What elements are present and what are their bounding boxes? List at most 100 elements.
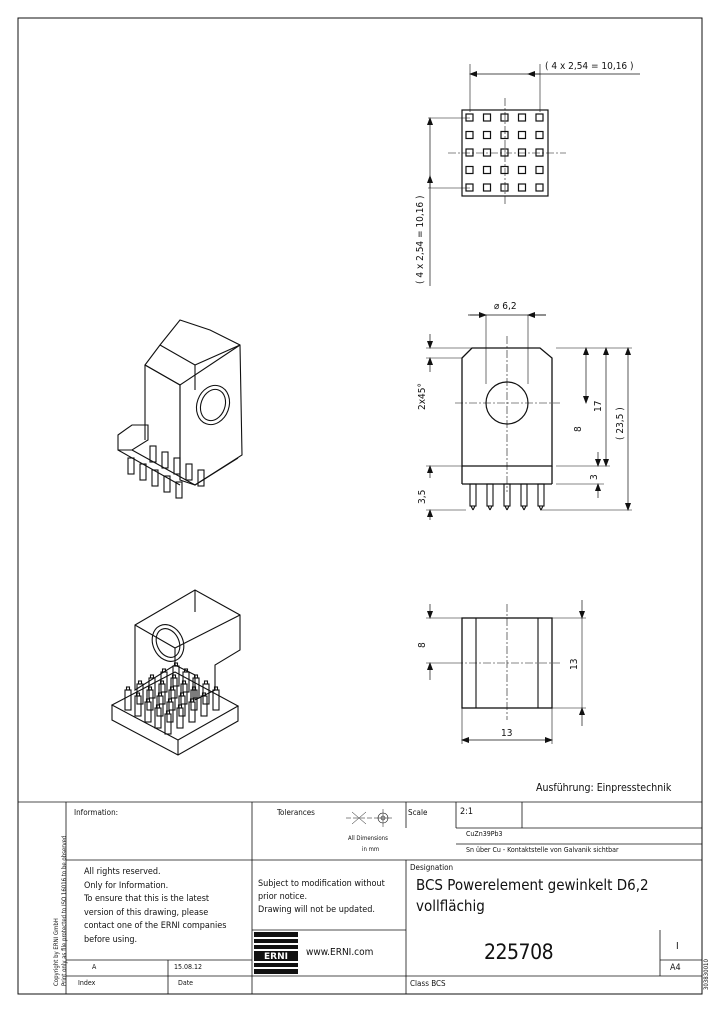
iso-pin-tip: [179, 692, 185, 697]
part-number: 225708: [484, 940, 554, 964]
pin-tip: [504, 505, 508, 511]
designation-line-2: vollflächig: [416, 897, 485, 915]
pin-tip: [472, 505, 476, 511]
pin-square: [482, 183, 492, 192]
pin: [520, 483, 528, 507]
iso-pin-tip: [125, 686, 131, 691]
dim-17-label: 17: [593, 400, 604, 412]
index-label: Index: [78, 979, 96, 987]
rights-notice: All rights reserved. Only for Informatio…: [84, 866, 226, 947]
iso-pin: [124, 689, 132, 711]
iso-pin-tip: [177, 704, 183, 709]
side-view: [426, 600, 586, 744]
dim-23-5-label: ( 23,5 ): [615, 407, 626, 440]
pin: [486, 483, 494, 507]
iso-pin-tip: [167, 698, 173, 703]
iso-pin: [197, 469, 205, 487]
designation-label: Designation: [410, 863, 454, 872]
iso-pin-tip: [201, 692, 207, 697]
copyright-line-2: Print only as file protected to ISO 1601…: [61, 835, 68, 986]
iso-pin-tip: [165, 710, 171, 715]
iso-pin-tip: [161, 668, 167, 673]
document-number: 303830010: [703, 959, 710, 990]
sheet-number: I: [676, 941, 679, 952]
pin-square: [465, 130, 474, 140]
diameter-label: ⌀ 6,2: [494, 301, 517, 312]
iso-pin: [161, 451, 169, 469]
designation-line-1: BCS Powerelement gewinkelt D6,2: [416, 876, 649, 894]
iso-pin-tip: [183, 668, 189, 673]
pin-tip: [521, 505, 525, 511]
diameter-value: 6,2: [502, 301, 517, 312]
iso-pin-tip: [155, 704, 161, 709]
dim-8-front-label: 8: [573, 426, 584, 432]
iso-pin: [185, 463, 193, 481]
iso-pin-tip: [137, 680, 143, 685]
pin-tip: [470, 505, 474, 511]
pin-square: [482, 113, 492, 122]
pin-tip: [487, 505, 491, 511]
pin-square: [465, 148, 474, 157]
pin-square: [482, 165, 492, 175]
pin-square: [535, 148, 544, 157]
version-label: Ausführung: Einpresstechnik: [536, 782, 672, 794]
iso-pin-tip: [173, 662, 179, 667]
pin-square: [517, 113, 527, 122]
iso-pin: [134, 695, 142, 717]
scale-label: Scale: [408, 808, 428, 817]
iso-pin: [127, 457, 135, 475]
iso-pin-tip: [203, 680, 209, 685]
pin-tip: [523, 505, 527, 511]
iso-pin-tip: [189, 698, 195, 703]
index-value: A: [92, 963, 97, 971]
iso-pin: [176, 707, 184, 729]
front-view: [426, 312, 632, 520]
pin-square: [482, 148, 492, 157]
pin-square: [465, 113, 474, 122]
rights-line: contact one of the ERNI companies: [84, 921, 227, 931]
class-label: Class BCS: [410, 979, 446, 988]
erni-logo: ERNI: [254, 932, 298, 974]
iso-pin-tip: [169, 686, 175, 691]
iso-pin-tip: [193, 674, 199, 679]
iso-pin-tip: [159, 680, 165, 685]
subject-line: Drawing will not be updated.: [258, 905, 375, 915]
date-label: Date: [178, 979, 194, 987]
pin-square: [500, 148, 509, 157]
title-block: [18, 801, 702, 994]
date-value: 15.08.12: [174, 963, 203, 971]
iso-pin: [164, 713, 172, 735]
pin-square: [500, 183, 509, 192]
iso-pin-tip: [191, 686, 197, 691]
iso-pin: [163, 475, 171, 493]
pin-square: [500, 130, 509, 140]
pin-tip: [540, 505, 544, 511]
pin-square: [517, 148, 527, 157]
all-dimensions-label: All Dimensions: [348, 835, 388, 842]
iso-pin-tip: [157, 692, 163, 697]
pin-square: [465, 183, 474, 192]
pin-tip: [506, 505, 510, 511]
website-label: www.ERNI.com: [306, 947, 374, 958]
tolerances-label: Tolerances: [277, 808, 315, 817]
svg-text:ERNI: ERNI: [264, 952, 288, 962]
pin-square: [517, 165, 527, 175]
format-label: A4: [670, 963, 681, 973]
iso-pin: [149, 445, 157, 463]
pin: [537, 483, 545, 507]
rights-line: version of this drawing, please: [84, 907, 209, 918]
pin-square: [535, 165, 544, 175]
iso-pin: [173, 457, 181, 475]
iso-pin-tip: [147, 686, 153, 691]
iso-pin: [188, 701, 196, 723]
subject-notice: Subject to modification without prior no…: [258, 878, 385, 917]
information-label: Information:: [74, 808, 119, 817]
pin-grid-top-view: [427, 64, 640, 286]
pin-square: [465, 165, 474, 175]
dim-13-vertical-label: 13: [569, 658, 580, 670]
iso-pin-tip: [213, 686, 219, 691]
iso-pin-tip: [135, 692, 141, 697]
pin-tip: [489, 505, 493, 511]
pin-square: [500, 165, 509, 175]
